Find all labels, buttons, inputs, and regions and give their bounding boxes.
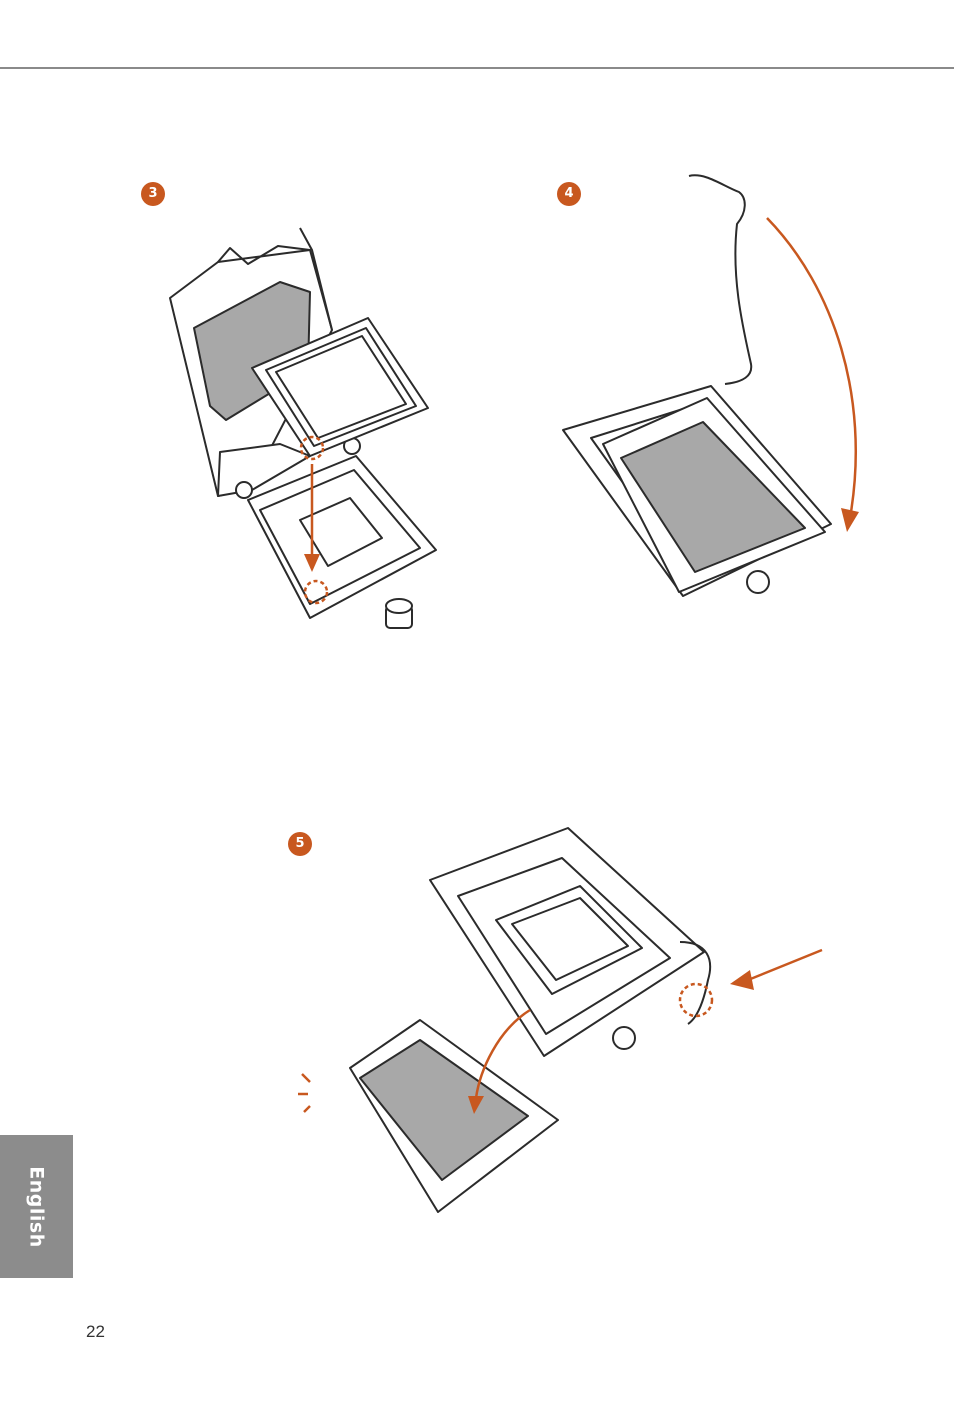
step-5-cover-release-illustration bbox=[290, 820, 830, 1220]
language-tab: English bbox=[0, 1135, 73, 1278]
step-3-cpu-insert-illustration bbox=[160, 220, 460, 650]
page-number: 22 bbox=[86, 1322, 105, 1342]
step-4-lever-close-illustration bbox=[555, 168, 875, 608]
step-3-badge: 3 bbox=[141, 182, 165, 206]
language-tab-label: English bbox=[26, 1166, 48, 1247]
header-rule bbox=[0, 67, 954, 69]
